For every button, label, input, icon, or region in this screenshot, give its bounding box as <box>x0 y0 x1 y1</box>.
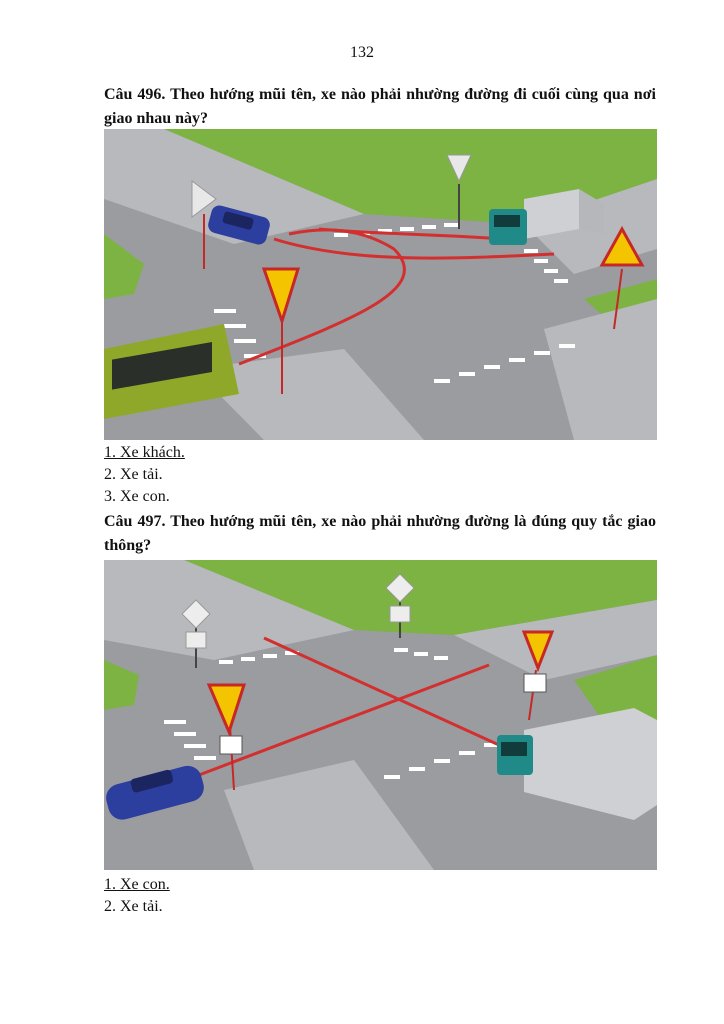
crosswalk-bottom <box>384 743 500 779</box>
sidewalk-top-left <box>104 129 364 244</box>
question-497-illustration <box>104 560 657 870</box>
green-bus <box>104 324 239 419</box>
page-number: 132 <box>350 44 374 61</box>
yield-sign-top <box>446 154 472 229</box>
crosswalk-left <box>164 720 216 760</box>
crosswalk-top <box>219 648 448 664</box>
grass-left <box>104 660 139 710</box>
question-496-title: Câu 496. Theo hướng mũi tên, xe nào phải… <box>104 86 656 127</box>
question-496-answers: 1. Xe khách. 2. Xe tải. 3. Xe con. <box>104 442 185 508</box>
sidewalk-top-right <box>454 600 657 680</box>
sidewalk-bottom <box>224 760 434 870</box>
crosswalk-left <box>214 309 266 358</box>
yield-sign-left <box>191 180 217 269</box>
red-arrow-truck-path <box>318 227 505 241</box>
intersection-scene-1 <box>104 129 657 440</box>
red-arrow-car-path <box>198 663 490 777</box>
question-496-illustration <box>104 129 657 440</box>
question-497-answers: 1. Xe con. 2. Xe tải. <box>104 874 170 918</box>
yield-sign-front <box>261 267 301 394</box>
delivery-truck <box>497 708 657 820</box>
crosswalk-bottom <box>434 344 575 383</box>
blue-car <box>106 765 204 820</box>
sidewalk-bottom-right <box>544 299 657 440</box>
answer-option[interactable]: 3. Xe con. <box>104 488 170 505</box>
blue-car <box>208 205 270 245</box>
crosswalk-right <box>524 249 568 283</box>
warning-sign-right <box>599 225 645 330</box>
diamond-sign-top-left <box>181 599 211 668</box>
yield-sign-left <box>206 683 247 791</box>
answer-option[interactable]: 2. Xe tải. <box>104 898 163 915</box>
question-497-title: Câu 497. Theo hướng mũi tên, xe nào phải… <box>104 513 656 554</box>
intersection-scene-2 <box>104 560 657 870</box>
red-arrow-car-path <box>273 237 555 260</box>
diamond-sign-top-right <box>385 573 415 638</box>
answer-option[interactable]: 2. Xe tải. <box>104 466 163 483</box>
sidewalk-bottom <box>194 349 424 440</box>
answer-option[interactable]: 1. Xe con. <box>104 876 170 893</box>
sidewalk-top-left <box>104 560 354 660</box>
red-arrow-truck-path <box>263 636 500 747</box>
grass-top <box>184 560 657 635</box>
answer-option[interactable]: 1. Xe khách. <box>104 444 185 461</box>
delivery-truck <box>489 189 604 245</box>
yield-sign-right <box>521 630 555 721</box>
grass-left <box>104 234 144 299</box>
